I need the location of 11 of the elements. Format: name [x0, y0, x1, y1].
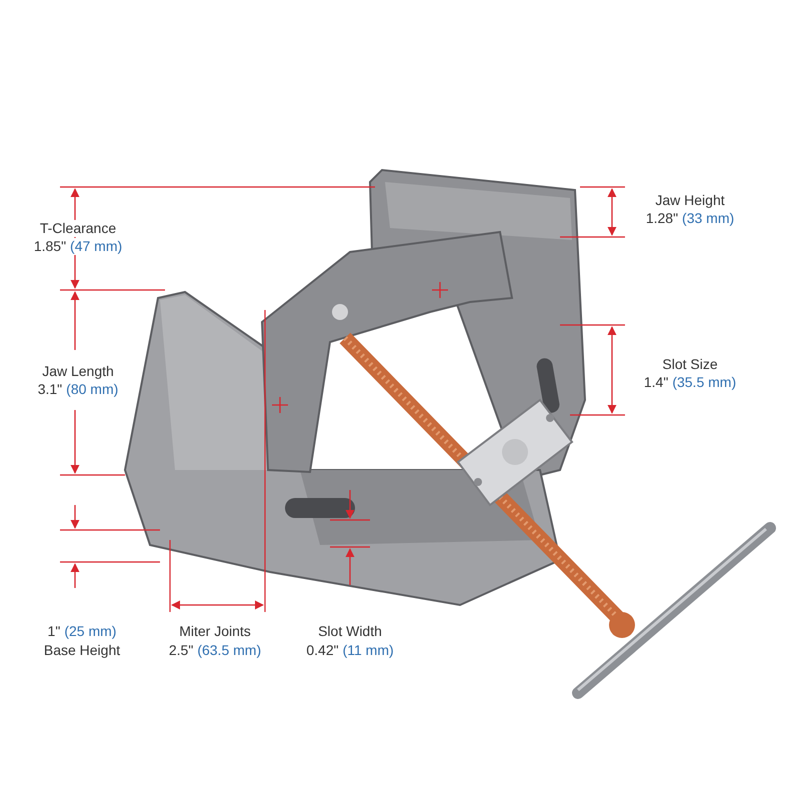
dimension-name: Jaw Length	[42, 363, 114, 380]
metric-value: (47 mm)	[70, 238, 122, 255]
dimension-name: T-Clearance	[40, 220, 116, 237]
dimension-name: Jaw Height	[655, 192, 725, 209]
dimension-name: Base Height	[44, 642, 120, 659]
metric-value: (11 mm)	[342, 642, 394, 659]
metric-value: (33 mm)	[682, 210, 734, 227]
metric-value: (80 mm)	[66, 381, 118, 398]
metric-value: (63.5 mm)	[197, 642, 262, 659]
metric-value: (35.5 mm)	[672, 374, 736, 391]
metric-value: (25 mm)	[64, 623, 116, 640]
